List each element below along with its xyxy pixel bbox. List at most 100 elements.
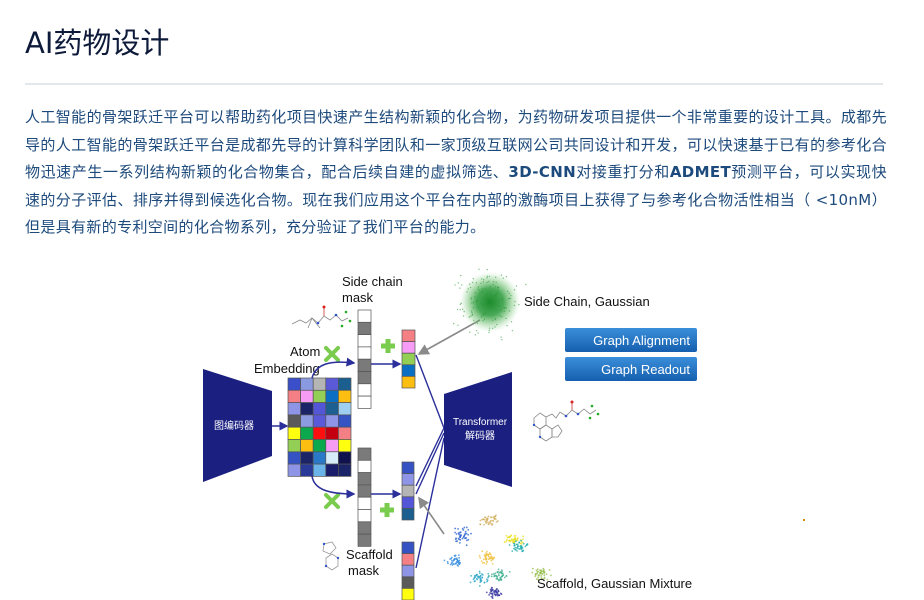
graph-encoder-block: 图编码器 <box>203 369 272 482</box>
transformer-decoder-block: Transformer 解码器 <box>444 372 512 487</box>
matrix-cell <box>287 414 301 428</box>
vector-cell <box>357 521 372 535</box>
matrix-cell <box>325 426 339 440</box>
scaffold-output-vector-a <box>401 461 415 521</box>
vector-cell <box>357 484 372 498</box>
scaffold-molecule-icon <box>322 541 340 571</box>
matrix-cell <box>338 463 352 477</box>
plus-icon-top <box>381 339 395 353</box>
page-title: AI药物设计 <box>25 26 170 60</box>
vector-cell <box>357 496 372 510</box>
vector-cell <box>357 334 372 348</box>
scaffold-mask-vector <box>357 447 372 547</box>
matrix-cell <box>338 377 352 391</box>
gaussian-to-sidechain-arrow <box>417 319 481 355</box>
vector-cell <box>401 564 415 578</box>
matrix-cell <box>287 451 301 465</box>
vector-cell <box>401 364 416 377</box>
matrix-cell <box>312 402 327 416</box>
matrix-cell <box>287 439 301 453</box>
vector-cell <box>357 509 372 523</box>
vector-cell <box>357 371 372 385</box>
matrix-cell <box>338 414 352 428</box>
matrix-cell <box>312 451 327 465</box>
vector-cell <box>357 383 372 397</box>
matrix-cell <box>338 402 352 416</box>
generated-molecule-icon <box>532 400 600 442</box>
matrix-cell <box>338 389 352 403</box>
graph-alignment-button[interactable]: Graph Alignment <box>565 328 697 352</box>
vector-cell <box>357 472 372 486</box>
vector-cell <box>401 553 415 566</box>
intro-paragraph: 人工智能的骨架跃迁平台可以帮助药化项目快速产生结构新颖的化合物，为药物研发项目提… <box>25 104 887 242</box>
vector-cell <box>401 541 415 554</box>
side-chain-mask-vector <box>357 309 372 409</box>
scaffold-mask-label-1: Scaffold <box>346 547 393 562</box>
matrix-cell <box>338 451 352 465</box>
multiply-icon-top <box>324 346 340 362</box>
matrix-cell <box>325 402 339 416</box>
decorative-dot <box>803 519 805 521</box>
matrix-cell <box>325 414 339 428</box>
vector-cell <box>357 358 372 372</box>
matrix-cell <box>325 377 339 391</box>
vector-cell <box>401 329 416 342</box>
vector-cell <box>401 352 416 366</box>
vector-cell <box>401 496 415 509</box>
intro-term-3dcnn: 3D-CNN <box>508 163 577 181</box>
matrix-cell <box>300 414 314 428</box>
matrix-cell <box>300 377 314 391</box>
scaffold-gaussian-mixture-scatter <box>443 514 552 600</box>
atom-embedding-label-1: Atom <box>290 344 320 359</box>
matrix-cell <box>312 439 327 453</box>
matrix-cell <box>287 389 301 403</box>
matrix-to-scaffold-arrow <box>311 475 356 499</box>
matrix-cell <box>312 463 327 477</box>
matrix-cell <box>338 426 352 440</box>
intro-term-admet: ADMET <box>669 163 732 181</box>
vector-cell <box>357 533 372 547</box>
intro-text-2: 对接重打分和 <box>576 163 670 181</box>
matrix-cell <box>300 463 314 477</box>
matrix-to-sidechain-arrow <box>311 357 356 379</box>
vector-cell <box>401 576 415 589</box>
side-chain-mask-label-1: Side chain <box>342 274 403 289</box>
multiply-icon-bottom <box>324 493 340 509</box>
vector-cell <box>357 395 372 409</box>
side-chain-gaussian-label: Side Chain, Gaussian <box>524 294 650 309</box>
graph-alignment-label: Graph Alignment <box>593 333 690 348</box>
plus-icon-bottom <box>380 503 394 517</box>
matrix-cell <box>325 389 339 403</box>
graph-readout-button[interactable]: Graph Readout <box>565 357 697 381</box>
vector-cell <box>401 473 415 486</box>
vector-cell <box>357 459 372 473</box>
scaffold-mask-label-2: mask <box>348 563 380 578</box>
side-chain-molecule-icon <box>291 305 352 329</box>
side-chain-gaussian-cloud <box>453 268 527 341</box>
vector-cell <box>401 376 416 389</box>
matrix-cell <box>338 439 352 453</box>
matrix-cell <box>312 426 327 440</box>
matrix-cell <box>287 377 301 391</box>
output-to-decoder-lines <box>415 354 445 569</box>
scaffold-gaussian-mixture-label: Scaffold, Gaussian Mixture <box>537 576 692 591</box>
vector-cell <box>401 484 415 498</box>
vector-cell <box>401 588 415 600</box>
scaffold-output-vector-b <box>401 541 415 600</box>
intro-text-1: 人工智能的骨架跃迁平台可以帮助药化项目快速产生结构新颖的化合物，为药物研发项目提… <box>25 108 887 181</box>
matrix-cell <box>287 402 301 416</box>
atom-embedding-matrix <box>287 377 352 477</box>
matrix-cell <box>300 426 314 440</box>
mixture-to-scaffold-arrow <box>418 496 445 535</box>
matrix-cell <box>312 414 327 428</box>
vector-cell <box>401 461 415 474</box>
vector-cell <box>357 309 372 323</box>
vector-cell <box>401 508 415 521</box>
encoder-label: 图编码器 <box>214 419 254 432</box>
matrix-cell <box>300 389 314 403</box>
vector-cell <box>357 346 372 360</box>
matrix-cell <box>325 451 339 465</box>
matrix-cell <box>287 426 301 440</box>
matrix-cell <box>300 439 314 453</box>
decoder-label-en: Transformer <box>453 417 508 428</box>
